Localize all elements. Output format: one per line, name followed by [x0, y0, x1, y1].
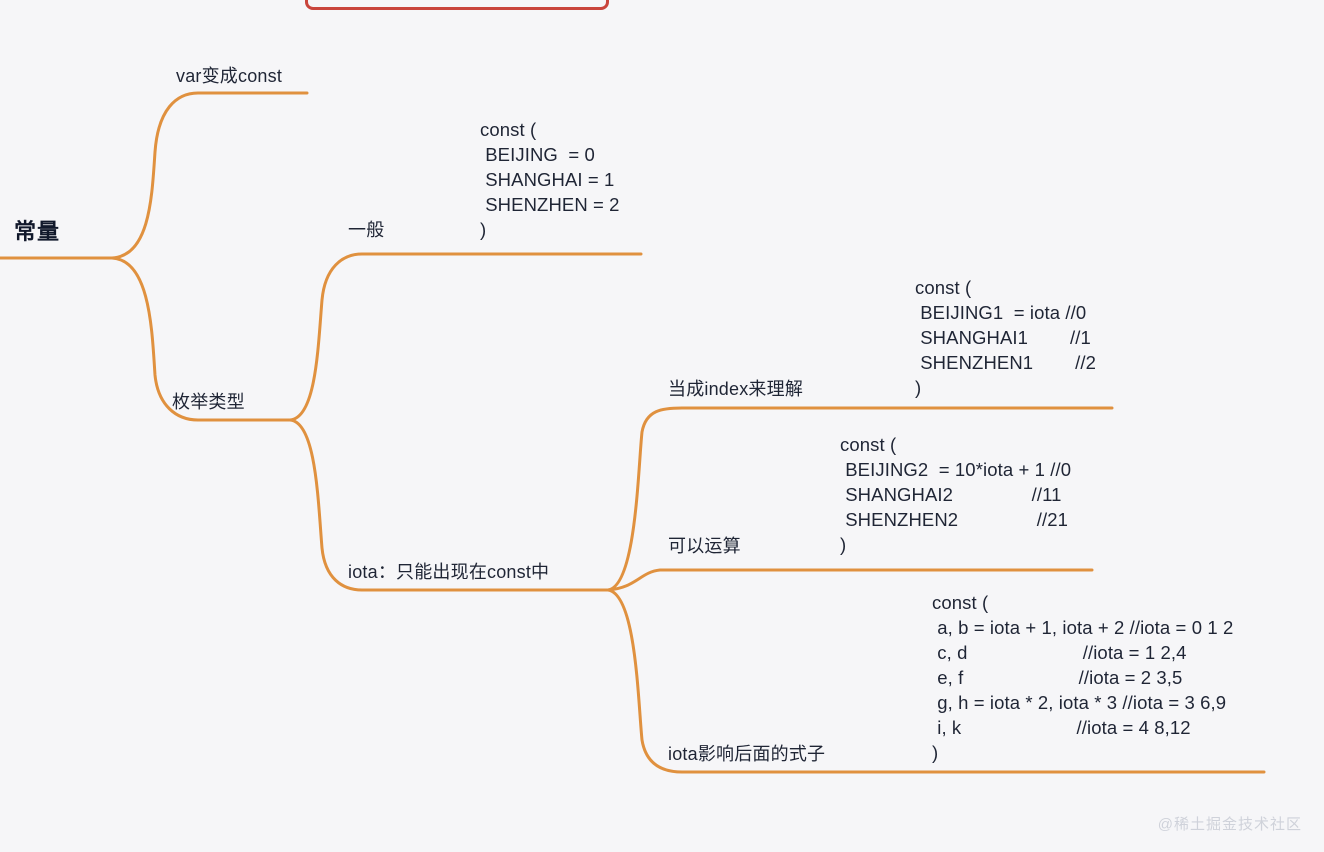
root-node-label[interactable]: 常量	[14, 219, 61, 244]
branch-label-general[interactable]: 一般	[348, 220, 385, 240]
connector-root-to-var	[110, 91, 309, 260]
code-block-arithmetic: const ( BEIJING2 = 10*iota + 1 //0 SHANG…	[840, 434, 1072, 555]
code-block-influence: const ( a, b = iota + 1, iota + 2 //iota…	[932, 592, 1234, 763]
top-highlight-box	[305, 0, 609, 10]
branch-label-iota-only-in-const[interactable]: iota：只能出现在const中	[348, 562, 550, 582]
branch-label-enum-type[interactable]: 枚举类型	[172, 392, 245, 412]
branch-label-understand-as-index[interactable]: 当成index来理解	[668, 379, 804, 399]
connector-enum-to-general	[288, 252, 643, 422]
branch-label-can-compute[interactable]: 可以运算	[668, 536, 741, 556]
branch-label-var-to-const[interactable]: var变成const	[176, 66, 283, 86]
code-block-general: const ( BEIJING = 0 SHANGHAI = 1 SHENZHE…	[480, 119, 620, 240]
branch-label-iota-affects-following[interactable]: iota影响后面的式子	[668, 744, 826, 764]
connector-iota-to-arithmetic	[606, 568, 1094, 592]
code-block-index: const ( BEIJING1 = iota //0 SHANGHAI1 //…	[915, 277, 1096, 398]
watermark: @稀土掘金技术社区	[1157, 816, 1302, 833]
